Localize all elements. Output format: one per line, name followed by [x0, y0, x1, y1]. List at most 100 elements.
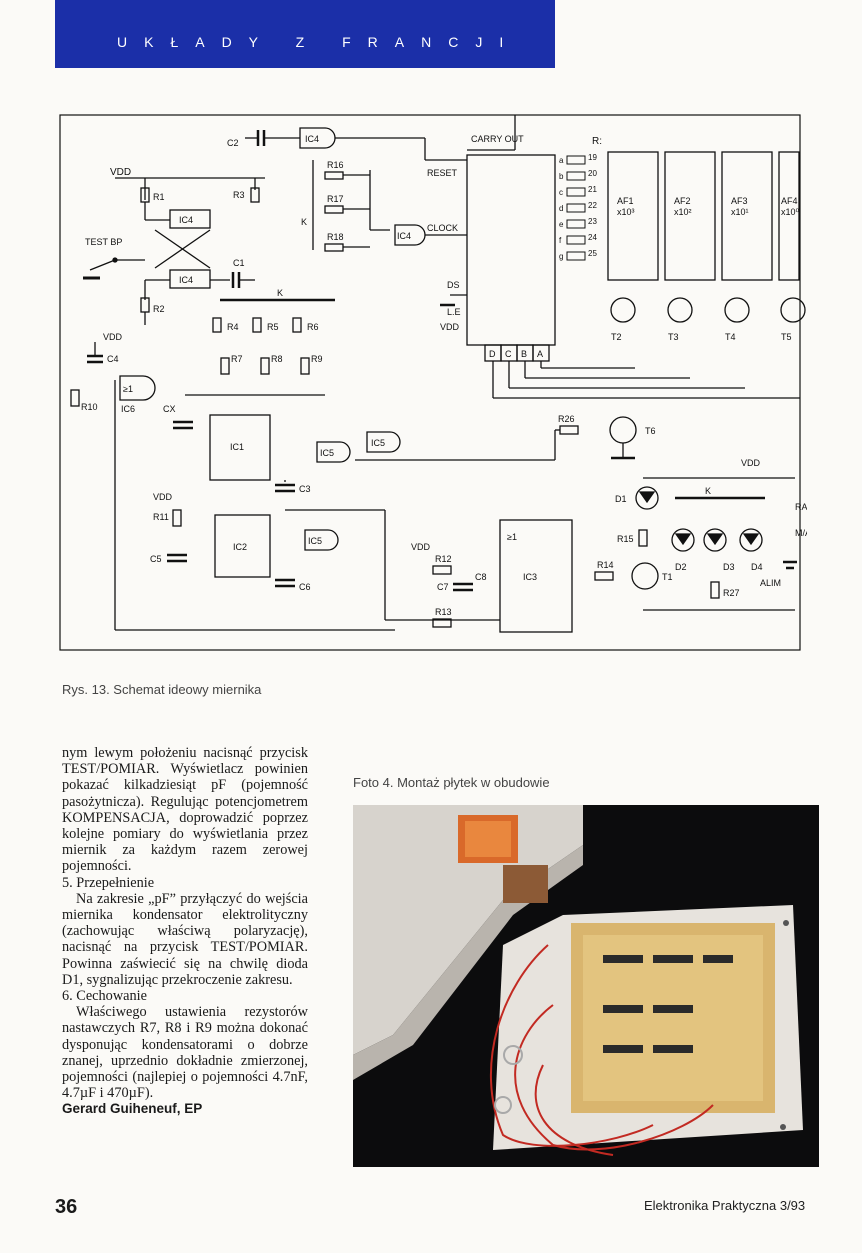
label-seg-a: a — [559, 156, 564, 165]
label-bcd-b: B — [521, 349, 527, 359]
label-c6: C6 — [299, 582, 311, 592]
label-t4: T4 — [725, 332, 736, 342]
label-alim: ALIM — [760, 578, 781, 588]
label-r-colon: R: — [592, 136, 602, 147]
label-af2-mult: x10² — [674, 207, 692, 217]
label-seg-e: e — [559, 220, 564, 229]
label-bcd-a: A — [537, 349, 543, 359]
label-r13: R13 — [435, 607, 452, 617]
label-r16: R16 — [327, 160, 344, 170]
label-r7: R7 — [231, 354, 243, 364]
label-r11: R11 — [153, 512, 169, 522]
banner-title: UKŁADY Z FRANCJI — [117, 34, 521, 50]
label-ic4-d: IC4 — [397, 231, 411, 241]
author-signature: Gerard Guiheneuf, EP — [62, 1101, 203, 1117]
label-af4: AF4 — [781, 196, 798, 206]
label-ic2: IC2 — [233, 542, 247, 552]
section-banner: UKŁADY Z FRANCJI — [55, 0, 555, 68]
label-ic5-c: IC5 — [308, 536, 322, 546]
label-k-led: K — [705, 486, 711, 496]
label-d3: D3 — [723, 562, 735, 572]
figure-caption: Rys. 13. Schemat ideowy miernika — [62, 682, 262, 697]
label-ic6-ge1: ≥1 — [123, 384, 133, 394]
label-ds: DS — [447, 280, 460, 290]
page-number: 36 — [55, 1196, 78, 1218]
label-ic4-b: IC4 — [179, 275, 193, 285]
label-vdd-c4: VDD — [103, 332, 123, 342]
label-r14: R14 — [597, 560, 614, 570]
label-r27: R27 — [723, 588, 740, 598]
label-bcd-c: C — [505, 349, 512, 359]
label-seg-d: d — [559, 204, 563, 213]
label-r20: 20 — [588, 169, 597, 178]
label-r9: R9 — [311, 354, 323, 364]
paragraph-overflow: Na zakresie „pF” przyłączyć do wejścia m… — [62, 890, 308, 988]
label-r5: R5 — [267, 322, 279, 332]
enclosure-photo — [353, 805, 819, 1167]
label-le: L.E — [447, 307, 461, 317]
label-af3-mult: x10¹ — [731, 207, 749, 217]
paragraph-compensation: nym lewym położeniu nacisnąć przycisk TE… — [62, 745, 308, 875]
label-seg-c: c — [559, 188, 563, 197]
label-d2: D2 — [675, 562, 687, 572]
label-ic1: IC1 — [230, 442, 244, 452]
label-seg-b: b — [559, 172, 564, 181]
label-r8: R8 — [271, 354, 283, 364]
label-vdd-led: VDD — [741, 458, 761, 468]
label-carry-out: CARRY OUT — [471, 134, 524, 144]
label-t2: T2 — [611, 332, 622, 342]
label-k-top: K — [301, 217, 307, 227]
label-c4: C4 — [107, 354, 119, 364]
label-r1: R1 — [153, 192, 165, 202]
label-r3: R3 — [233, 190, 245, 200]
label-d4: D4 — [751, 562, 763, 572]
label-r18: R18 — [327, 232, 344, 242]
paragraph-calibration: Właściwego ustawienia rezystorów nastawc… — [62, 1004, 308, 1102]
label-c5: C5 — [150, 554, 162, 564]
label-r21: 21 — [588, 185, 597, 194]
label-vdd-ic2: VDD — [153, 492, 173, 502]
label-c2: C2 — [227, 138, 239, 148]
label-c1: C1 — [233, 258, 245, 268]
label-ic5-b: IC5 — [371, 438, 385, 448]
label-af1: AF1 — [617, 196, 634, 206]
label-clock: CLOCK — [427, 223, 458, 233]
section-heading-calibration: 6. Cechowanie — [62, 988, 147, 1005]
label-r15: R15 — [617, 534, 634, 544]
label-af1-mult: x10³ — [617, 207, 635, 217]
label-t5: T5 — [781, 332, 792, 342]
label-r17: R17 — [327, 194, 344, 204]
label-af2: AF2 — [674, 196, 691, 206]
label-r6: R6 — [307, 322, 319, 332]
label-cx: CX — [163, 404, 176, 414]
label-r26: R26 — [558, 414, 575, 424]
label-ic3: IC3 — [523, 572, 537, 582]
journal-title: Elektronika Praktyczna 3/93 — [644, 1198, 806, 1213]
label-c7: C7 — [437, 582, 449, 592]
label-r22: 22 — [588, 201, 597, 210]
label-seg-f: f — [559, 236, 562, 245]
label-ma: M/A — [795, 528, 807, 538]
label-t3: T3 — [668, 332, 679, 342]
label-r12: R12 — [435, 554, 452, 564]
label-bcd-d: D — [489, 349, 496, 359]
label-k-mid: K — [277, 288, 283, 298]
label-t6: T6 — [645, 426, 656, 436]
label-seg-g: g — [559, 252, 563, 261]
circuit-schematic: VDD R1 R3 IC4 IC4 R2 TEST BP C1 C2 IC4 R… — [59, 114, 807, 651]
label-r23: 23 — [588, 217, 597, 226]
label-r10: R10 — [81, 402, 98, 412]
label-vdd-top: VDD — [110, 167, 131, 178]
label-r25: 25 — [588, 249, 597, 258]
label-ic5-a: IC5 — [320, 448, 334, 458]
label-ic4-a: IC4 — [179, 215, 193, 225]
photo-caption: Foto 4. Montaż płytek w obudowie — [353, 775, 550, 790]
label-reset: RESET — [427, 168, 458, 178]
label-vdd-counter: VDD — [440, 322, 460, 332]
label-ic4-c: IC4 — [305, 134, 319, 144]
label-c8: C8 — [475, 572, 487, 582]
label-af3: AF3 — [731, 196, 748, 206]
section-heading-overflow: 5. Przepełnienie — [62, 874, 155, 891]
label-ic3-ge1: ≥1 — [507, 532, 517, 542]
label-r2: R2 — [153, 304, 165, 314]
